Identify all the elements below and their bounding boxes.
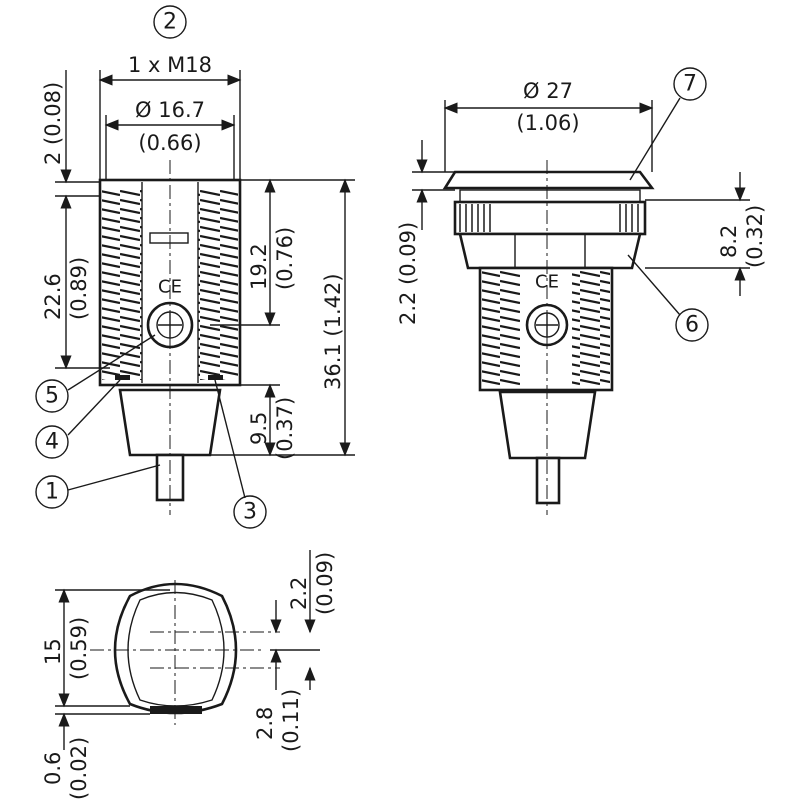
front-view: CE 1 x M18 2 Ø 16.7 (0.66) 2 (0.08) 22.6… xyxy=(35,5,355,529)
callout-7 xyxy=(673,67,707,101)
side-pin xyxy=(535,456,561,505)
bottom-outline xyxy=(113,582,238,715)
svg-text:19.2: 19.2 xyxy=(247,243,271,290)
svg-text:(0.59): (0.59) xyxy=(67,617,91,680)
svg-text:6: 6 xyxy=(685,313,699,338)
svg-text:36.1 (1.42): 36.1 (1.42) xyxy=(321,273,345,390)
svg-text:2 (0.08): 2 (0.08) xyxy=(41,82,65,165)
callout-3 xyxy=(233,495,267,529)
svg-text:(0.89): (0.89) xyxy=(67,257,91,320)
nut xyxy=(458,232,642,270)
svg-text:(0.66): (0.66) xyxy=(138,131,201,155)
callout-6 xyxy=(675,308,709,342)
callout-1 xyxy=(35,475,69,509)
cap xyxy=(442,170,655,190)
side-view: CE Ø 27 (1.06) 7 2.2 (0.09) 8.2 (0.32) 6 xyxy=(396,67,767,515)
svg-text:(1.06): (1.06) xyxy=(516,111,579,135)
svg-text:2.8: 2.8 xyxy=(253,707,277,740)
bottom-view: 15 (0.59) 0.6 (0.02) 2.2 (0.09) 2.8 (0.1… xyxy=(41,550,337,800)
svg-text:7: 7 xyxy=(683,72,697,97)
svg-text:1: 1 xyxy=(45,480,59,505)
svg-text:(0.11): (0.11) xyxy=(279,689,303,752)
svg-text:0.6: 0.6 xyxy=(41,752,65,785)
callout-2 xyxy=(153,5,187,39)
led-right xyxy=(208,375,223,380)
slot-marker xyxy=(149,232,189,244)
svg-text:(0.02): (0.02) xyxy=(67,737,91,800)
svg-text:(0.09): (0.09) xyxy=(313,552,337,615)
svg-text:2: 2 xyxy=(163,10,177,35)
svg-text:15: 15 xyxy=(41,638,65,665)
svg-text:(0.76): (0.76) xyxy=(273,227,297,290)
thread-label: 1 x M18 xyxy=(128,53,212,77)
ce-mark-side: CE xyxy=(535,272,559,293)
led-left xyxy=(115,375,130,380)
svg-text:(0.32): (0.32) xyxy=(743,205,767,268)
svg-text:4: 4 xyxy=(45,430,59,455)
svg-text:8.2: 8.2 xyxy=(717,225,741,258)
svg-text:2.2 (0.09): 2.2 (0.09) xyxy=(396,222,420,325)
cap-dia-label: Ø 27 xyxy=(523,79,573,103)
thread-left xyxy=(102,190,142,380)
svg-text:3: 3 xyxy=(243,500,257,525)
side-housing xyxy=(498,390,597,460)
callout-4 xyxy=(35,425,69,459)
dia-label: Ø 16.7 xyxy=(135,98,205,122)
svg-text:(0.37): (0.37) xyxy=(273,397,297,460)
svg-text:22.6: 22.6 xyxy=(41,273,65,320)
callout-5 xyxy=(35,379,69,413)
svg-text:2.2: 2.2 xyxy=(287,577,311,610)
thread-right xyxy=(198,190,238,380)
svg-text:9.5: 9.5 xyxy=(247,412,271,445)
svg-text:5: 5 xyxy=(45,384,59,409)
